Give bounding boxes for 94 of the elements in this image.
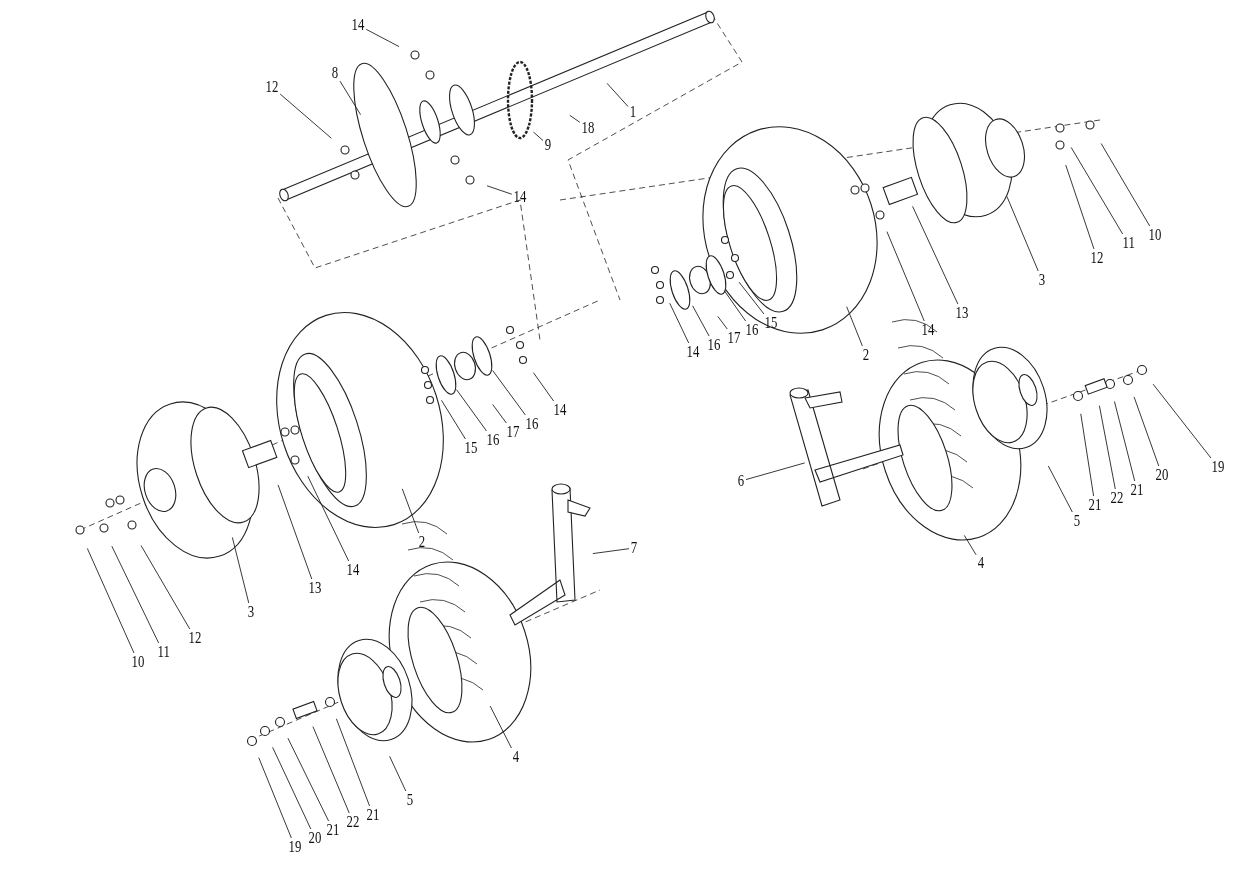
callout-number: 1 (629, 104, 637, 120)
leader-line (912, 205, 959, 305)
leader-line (738, 281, 765, 315)
leader-line (1065, 164, 1095, 250)
leader-line (486, 185, 513, 195)
leader-line (231, 537, 250, 604)
leader-line (669, 302, 690, 344)
callout-number: 8 (331, 65, 339, 81)
leader-line (592, 548, 630, 555)
callout-number: 21 (1129, 482, 1145, 498)
callout-number: 5 (406, 792, 414, 808)
leader-line (1114, 401, 1136, 482)
callout-number: 3 (247, 604, 255, 620)
callout-number: 21 (1087, 497, 1103, 513)
callout-number: 4 (512, 749, 520, 765)
leader-line (569, 114, 581, 123)
callout-number: 7 (630, 540, 638, 556)
callout-number: 14 (920, 322, 936, 338)
callout-number: 19 (1210, 459, 1226, 475)
callout-number: 18 (580, 120, 596, 136)
leader-line (307, 475, 350, 562)
leader-line (489, 705, 512, 749)
callout-number: 16 (706, 337, 722, 353)
callout-number: 9 (544, 137, 552, 153)
leader-line (401, 488, 420, 534)
leader-line (1152, 383, 1212, 459)
callout-number: 13 (307, 580, 323, 596)
callout-number: 14 (512, 189, 528, 205)
callout-number: 12 (264, 79, 280, 95)
callout-number: 10 (1147, 227, 1163, 243)
leader-line (279, 93, 332, 139)
callout-number: 2 (418, 534, 426, 550)
callout-number: 17 (726, 330, 742, 346)
callout-number: 22 (345, 814, 361, 830)
leader-line (287, 737, 330, 822)
callout-number: 15 (463, 440, 479, 456)
callout-number: 5 (1073, 513, 1081, 529)
leader-line (140, 545, 191, 630)
callout-number: 22 (1109, 490, 1125, 506)
leader-line (492, 404, 507, 424)
callout-number: 17 (505, 424, 521, 440)
leader-line (1047, 465, 1073, 513)
leader-line (277, 484, 313, 580)
callout-number: 14 (350, 17, 366, 33)
callout-number: 10 (130, 654, 146, 670)
leader-line (532, 131, 544, 141)
callout-number: 4 (977, 555, 985, 571)
leader-line (1133, 396, 1160, 467)
leader-line (389, 755, 407, 792)
leader-line (111, 545, 160, 644)
leader-line (533, 372, 555, 402)
leader-line (606, 82, 629, 107)
leader-line (365, 28, 400, 48)
leader-line (272, 746, 312, 830)
callout-number: 11 (156, 644, 171, 660)
leader-line (745, 462, 806, 481)
leader-line (492, 370, 526, 416)
callout-number: 21 (325, 822, 341, 838)
callout-number: 13 (954, 305, 970, 321)
leader-line (258, 757, 292, 839)
callout-number: 14 (552, 402, 568, 418)
callout-number: 14 (345, 562, 361, 578)
callout-number: 21 (365, 807, 381, 823)
leader-line (1070, 147, 1124, 235)
leader-line (86, 548, 135, 654)
callout-number: 11 (1121, 235, 1136, 251)
callout-number: 16 (485, 432, 501, 448)
leader-line (846, 306, 863, 347)
callout-number: 3 (1038, 272, 1046, 288)
leader-line (1006, 196, 1039, 272)
leader-line (441, 399, 466, 440)
leader-line (312, 726, 350, 814)
callout-number: 16 (524, 416, 540, 432)
callout-number: 12 (187, 630, 203, 646)
leader-line (717, 315, 728, 330)
leader-line (456, 389, 487, 432)
leader-line (963, 534, 977, 556)
leader-line (1100, 143, 1151, 227)
leader-line (1080, 413, 1095, 497)
callout-number: 16 (744, 322, 760, 338)
leader-line (1098, 405, 1116, 490)
callout-number: 15 (763, 315, 779, 331)
callout-number: 20 (1154, 467, 1170, 483)
leader-line (339, 80, 362, 116)
leader-line (692, 305, 710, 337)
callout-number: 6 (737, 473, 745, 489)
callout-number: 14 (685, 344, 701, 360)
callout-number: 12 (1089, 250, 1105, 266)
leader-line (335, 718, 371, 807)
leader-line (886, 231, 925, 322)
leader-line (723, 290, 747, 322)
callout-number: 2 (862, 347, 870, 363)
callout-number: 19 (287, 839, 303, 855)
callout-number: 20 (307, 830, 323, 846)
